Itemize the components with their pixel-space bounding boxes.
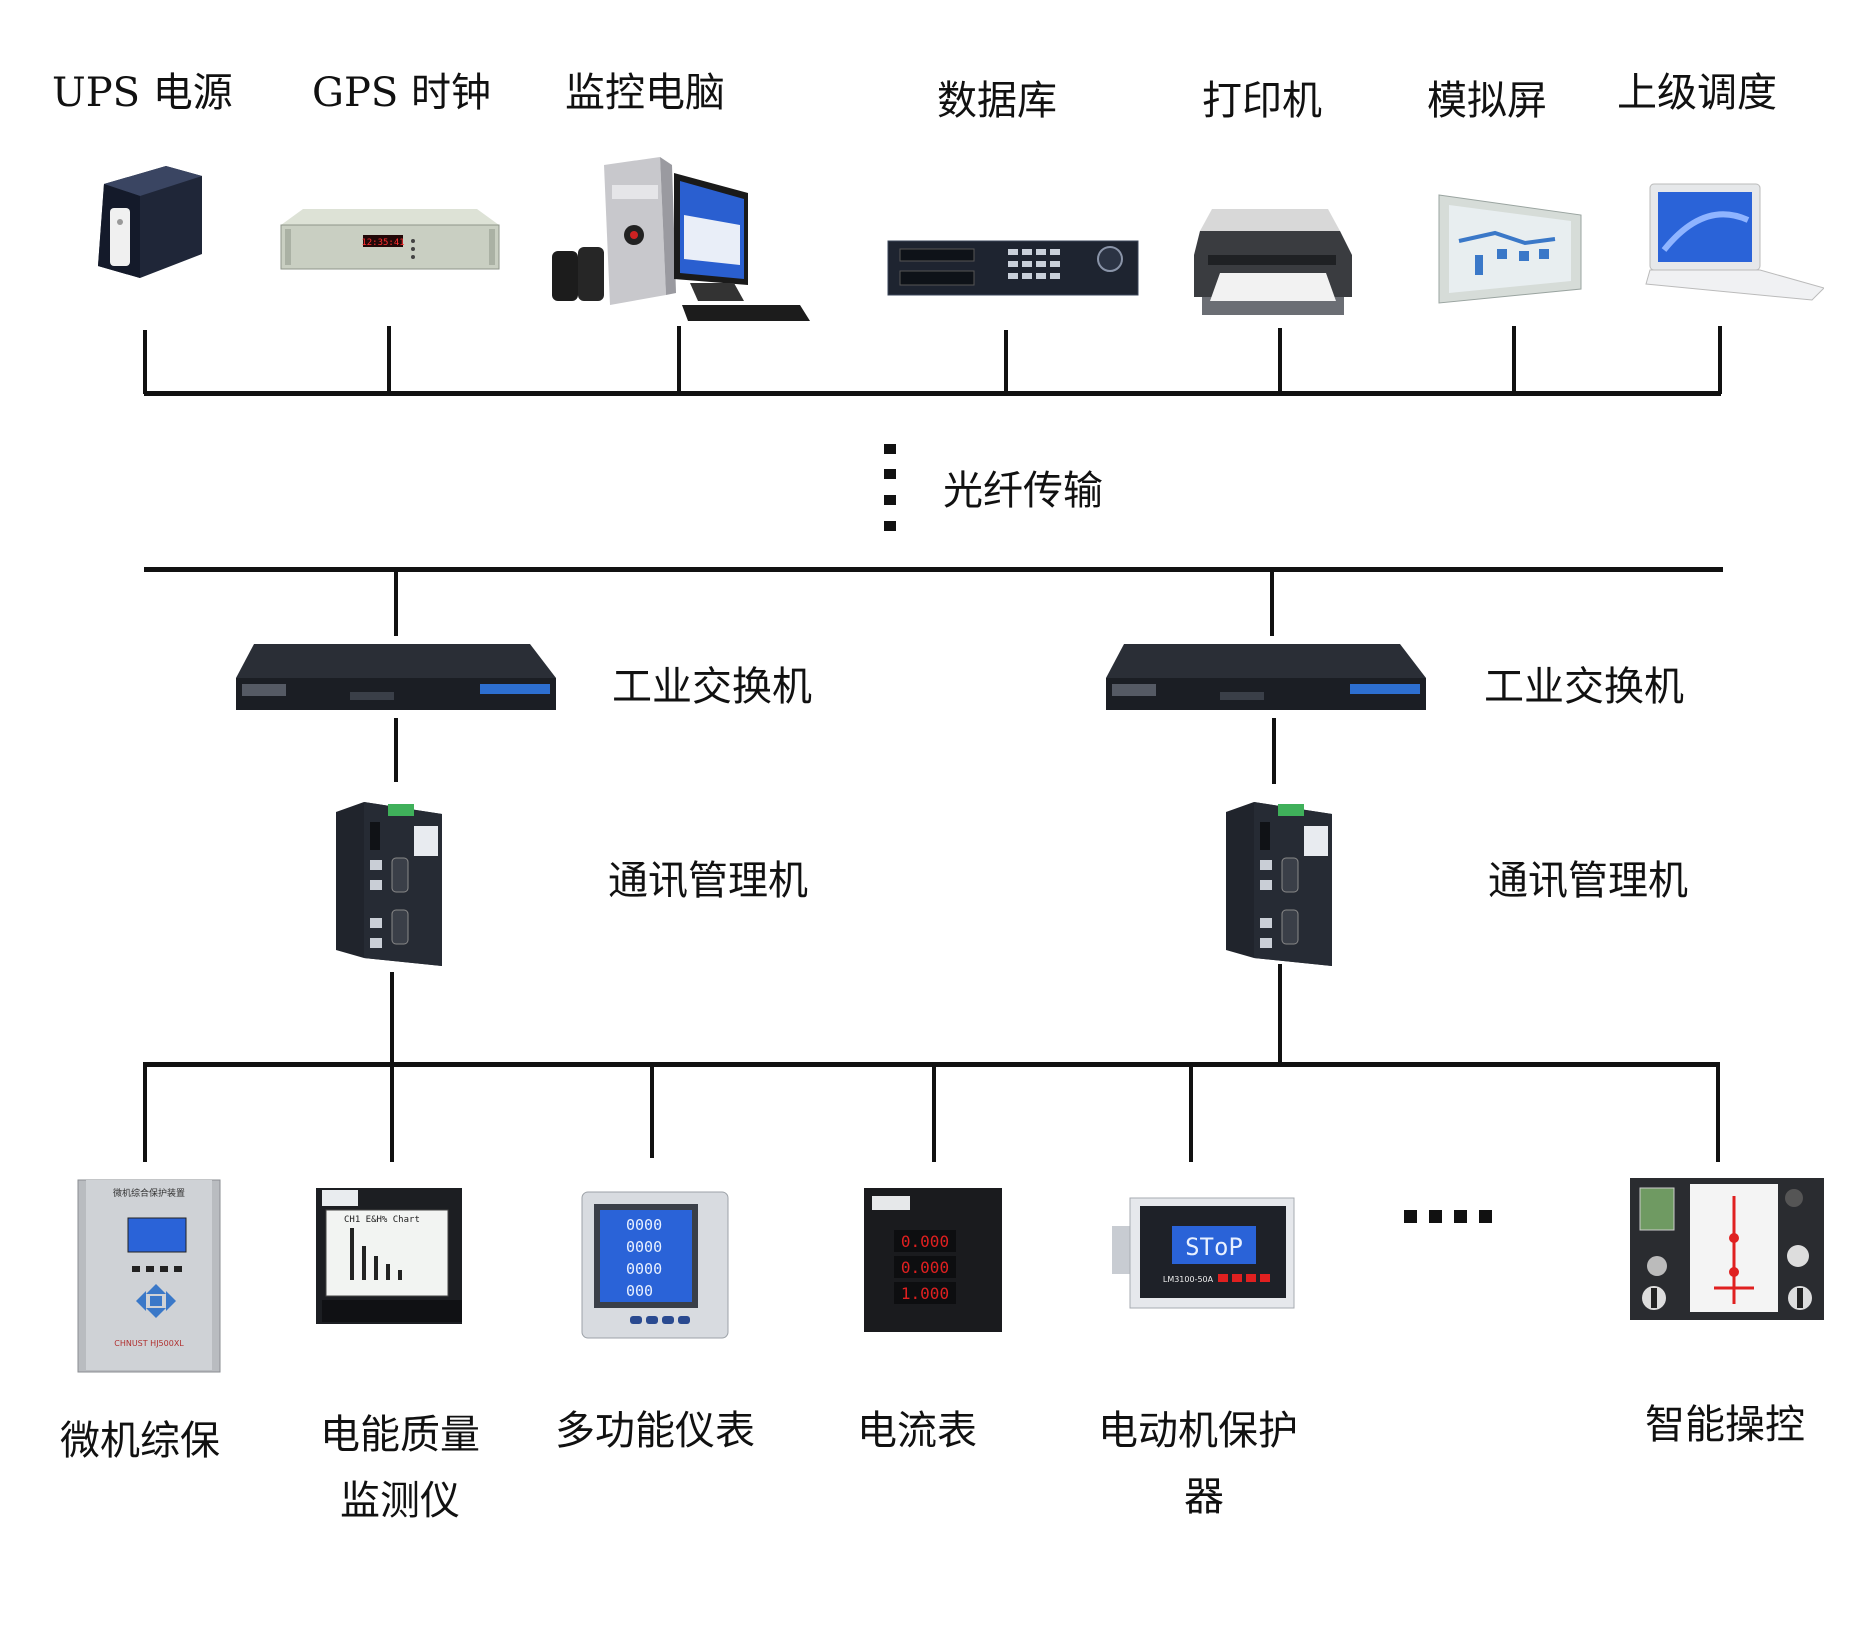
label-gps: GPS 时钟 <box>312 70 491 116</box>
drop-smart <box>1716 1062 1720 1162</box>
svg-text:0000: 0000 <box>626 1216 662 1234</box>
motor-display-text: SToP <box>1185 1233 1243 1261</box>
label-switch-right: 工业交换机 <box>1484 664 1684 710</box>
smart-control-icon <box>1628 1176 1826 1322</box>
drop-ammeter <box>932 1062 936 1162</box>
more-devices-ellipsis <box>1404 1210 1494 1224</box>
printer-icon <box>1190 205 1356 321</box>
label-multimeter: 多功能仪表 <box>555 1408 755 1454</box>
industrial-switch-icon <box>1100 638 1432 718</box>
ammeter-value-2: 0.000 <box>901 1258 949 1277</box>
drop-switch-right <box>1270 570 1274 636</box>
industrial-switch-icon <box>230 638 562 718</box>
label-comm-manager-left: 通讯管理机 <box>608 858 808 904</box>
label-comm-manager-right: 通讯管理机 <box>1488 858 1688 904</box>
gps-display-text: 12:35:41 <box>361 238 404 248</box>
drop-db <box>1004 330 1008 394</box>
label-printer: 打印机 <box>1202 78 1322 124</box>
drop-printer <box>1278 328 1282 394</box>
label-pq-line2: 监测仪 <box>340 1478 460 1524</box>
label-protection: 微机综保 <box>60 1418 220 1464</box>
label-switch-left: 工业交换机 <box>612 664 812 710</box>
laptop-icon <box>1644 180 1825 306</box>
comm-manager-icon <box>1220 800 1338 968</box>
svg-text:000: 000 <box>626 1282 653 1300</box>
svg-text:0000: 0000 <box>626 1238 662 1256</box>
middle-bus-line <box>144 567 1723 572</box>
drop-pq <box>390 1062 394 1162</box>
simulation-screen-icon <box>1435 193 1585 307</box>
link-right-switch-manager <box>1272 718 1276 784</box>
label-motor-line2: 器 <box>1184 1474 1224 1520</box>
link-left-switch-manager <box>394 718 398 782</box>
label-db: 数据库 <box>937 78 1057 124</box>
label-ups: UPS 电源 <box>52 70 233 116</box>
ammeter-icon: 0.000 0.000 1.000 <box>862 1186 1004 1334</box>
protection-brand-text: CHNUST HJ500XL <box>114 1339 184 1348</box>
power-quality-monitor-icon: CH1 E&H% Chart <box>314 1184 470 1332</box>
gps-clock-icon: 12:35:41 <box>277 205 503 277</box>
label-screen: 模拟屏 <box>1427 78 1547 124</box>
label-ammeter: 电流表 <box>857 1408 977 1454</box>
motor-protector-icon: SToP LM3100-50A <box>1110 1196 1296 1312</box>
drop-switch-left <box>394 570 398 636</box>
link-left-manager-bus <box>390 972 394 1066</box>
ups-icon <box>90 162 206 282</box>
drop-multimeter <box>650 1062 654 1158</box>
ammeter-value-3: 1.000 <box>901 1284 949 1303</box>
link-right-manager-bus <box>1278 964 1282 1066</box>
motor-model-text: LM3100-50A <box>1163 1275 1214 1284</box>
pq-header-text: CH1 E&H% Chart <box>344 1215 420 1225</box>
svg-text:0000: 0000 <box>626 1260 662 1278</box>
drop-motor <box>1189 1062 1193 1162</box>
label-dispatch: 上级调度 <box>1617 70 1777 116</box>
fiber-dashes <box>884 444 898 534</box>
label-pc: 监控电脑 <box>565 70 725 116</box>
database-server-icon <box>886 237 1140 299</box>
label-motor-line1: 电动机保护 <box>1098 1408 1298 1454</box>
comm-manager-icon <box>330 800 448 968</box>
label-smart-control: 智能操控 <box>1645 1402 1805 1448</box>
microcomputer-protection-icon: 微机综合保护装置 CHNUST HJ500XL <box>76 1178 222 1374</box>
drop-ups <box>143 330 147 394</box>
drop-gps <box>387 326 391 394</box>
drop-protection <box>143 1062 147 1162</box>
drop-dispatch <box>1718 326 1722 394</box>
ammeter-value-1: 0.000 <box>901 1232 949 1251</box>
drop-pc <box>677 326 681 394</box>
drop-screen <box>1512 326 1516 394</box>
top-bus-line <box>144 391 1721 396</box>
monitoring-computer-icon <box>548 155 810 323</box>
label-fiber-transmission: 光纤传输 <box>943 468 1103 514</box>
label-pq-line1: 电能质量 <box>320 1412 480 1458</box>
protection-title-text: 微机综合保护装置 <box>113 1187 185 1199</box>
